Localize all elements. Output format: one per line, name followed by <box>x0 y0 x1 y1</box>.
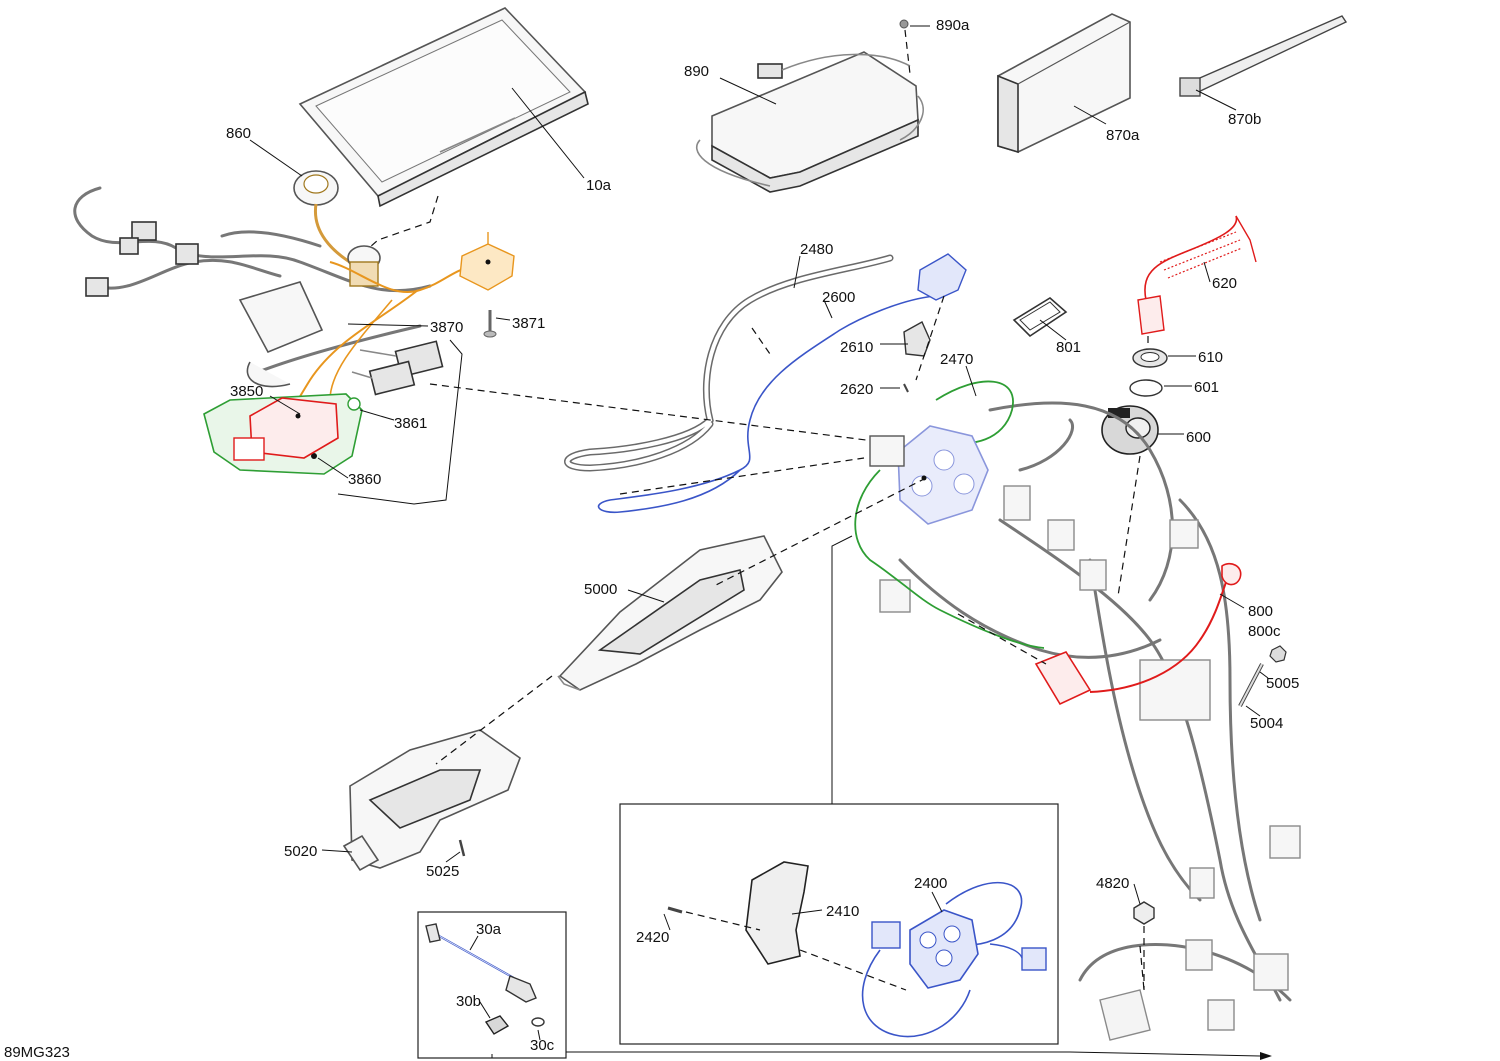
display-screen-part <box>298 7 589 208</box>
label-10a: 10a <box>586 177 612 194</box>
label-870b: 870b <box>1228 111 1261 128</box>
tie-870b-part <box>1179 15 1348 97</box>
bolt-30b-part <box>484 1015 510 1035</box>
label-5000: 5000 <box>584 581 617 598</box>
clip-2610-part <box>903 321 931 357</box>
cover-2410-part <box>745 861 809 965</box>
label-860: 860 <box>226 125 251 142</box>
tray-890-part <box>695 51 924 193</box>
washer-30c-part <box>531 1017 545 1027</box>
label-30a: 30a <box>476 921 502 938</box>
screw-3871-part <box>483 310 497 338</box>
cover-5000-part <box>557 535 783 691</box>
label-800c: 800c <box>1248 623 1281 640</box>
labels: 10a 860 890 890a 870a 870b 2480 2600 261… <box>4 17 1299 1061</box>
washer-601-part <box>1129 379 1163 397</box>
label-5005: 5005 <box>1266 675 1299 692</box>
label-30b: 30b <box>456 993 481 1010</box>
main-harness-2470-part <box>879 401 1301 1041</box>
stud-5004-part <box>1238 663 1264 707</box>
label-2470: 2470 <box>940 351 973 368</box>
label-4820: 4820 <box>1096 875 1129 892</box>
gasket-801-part <box>1012 297 1068 338</box>
nut-610-part <box>1132 348 1168 368</box>
label-3860: 3860 <box>348 471 381 488</box>
label-2620: 2620 <box>840 381 873 398</box>
label-2610: 2610 <box>840 339 873 356</box>
label-2400: 2400 <box>914 875 947 892</box>
nut-5005-part <box>1269 645 1287 663</box>
label-2600: 2600 <box>822 289 855 306</box>
label-5004: 5004 <box>1250 715 1283 732</box>
module-3850-part <box>233 397 339 461</box>
connectors-3870-part <box>351 340 444 396</box>
instrument-harness-part <box>73 186 432 297</box>
lanyard-620-part <box>1137 215 1257 335</box>
cover-5020-part <box>342 729 521 872</box>
screw-2420-part <box>667 906 683 914</box>
ignition-socket-860-part <box>293 170 361 270</box>
label-610: 610 <box>1198 349 1223 366</box>
harness-bracket-assembly <box>238 281 422 388</box>
foam-870a-part <box>997 13 1131 154</box>
label-2410: 2410 <box>826 903 859 920</box>
nut-4820-part <box>1133 901 1155 925</box>
usb-socket-part <box>347 245 381 287</box>
label-3870: 3870 <box>430 319 463 336</box>
dess-post-800-part <box>1034 562 1242 706</box>
label-601: 601 <box>1194 379 1219 396</box>
label-5020: 5020 <box>284 843 317 860</box>
label-2480: 2480 <box>800 241 833 258</box>
ref-code: 89MG323 <box>4 1044 70 1061</box>
label-30c: 30c <box>530 1037 555 1054</box>
label-3871: 3871 <box>512 315 545 332</box>
switch-detail-box <box>619 803 1059 1045</box>
label-3850: 3850 <box>230 383 263 400</box>
label-870a: 870a <box>1106 127 1140 144</box>
label-890a: 890a <box>936 17 970 34</box>
label-3861: 3861 <box>394 415 427 432</box>
label-801: 801 <box>1056 339 1081 356</box>
label-5025: 5025 <box>426 863 459 880</box>
label-620: 620 <box>1212 275 1237 292</box>
label-800: 800 <box>1248 603 1273 620</box>
switch-2400-part <box>861 881 1047 1038</box>
label-890: 890 <box>684 63 709 80</box>
label-2420: 2420 <box>636 929 669 946</box>
label-600: 600 <box>1186 429 1211 446</box>
switch-housing-blue-part <box>897 425 989 525</box>
cable-30a-part <box>425 923 537 1003</box>
cable-2480-part <box>564 254 894 472</box>
cable-2600-part <box>597 253 967 514</box>
